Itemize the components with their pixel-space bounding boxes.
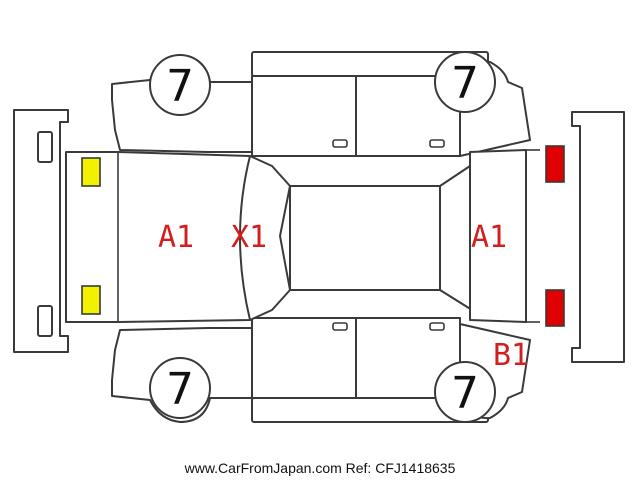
car-top-view bbox=[65, 149, 540, 323]
wheel-front-right: 7 bbox=[149, 357, 211, 419]
rear-right-taillight bbox=[545, 289, 565, 327]
right-side-panel bbox=[111, 317, 531, 423]
rear-left-taillight bbox=[545, 145, 565, 183]
wheel-rear-right-number: 7 bbox=[451, 368, 479, 419]
wheel-front-left: 7 bbox=[149, 54, 211, 116]
front-right-headlight bbox=[81, 285, 101, 315]
damage-code-windshield: X1 bbox=[231, 220, 267, 255]
front-left-headlight bbox=[81, 157, 101, 187]
wheel-rear-left: 7 bbox=[434, 51, 496, 113]
wheel-rear-right: 7 bbox=[434, 361, 496, 423]
left-side-panel bbox=[111, 51, 531, 157]
footer-reference: www.CarFromJapan.com Ref: CFJ1418635 bbox=[184, 460, 456, 476]
rear-bumper bbox=[571, 111, 625, 363]
damage-code-hood: A1 bbox=[158, 220, 194, 255]
wheel-rear-left-number: 7 bbox=[451, 58, 479, 109]
damage-code-rear-right-fender: B1 bbox=[493, 338, 529, 373]
damage-code-trunk: A1 bbox=[471, 220, 507, 255]
wheel-front-right-number: 7 bbox=[166, 364, 194, 415]
front-bumper bbox=[13, 109, 69, 353]
wheel-front-left-number: 7 bbox=[166, 61, 194, 112]
